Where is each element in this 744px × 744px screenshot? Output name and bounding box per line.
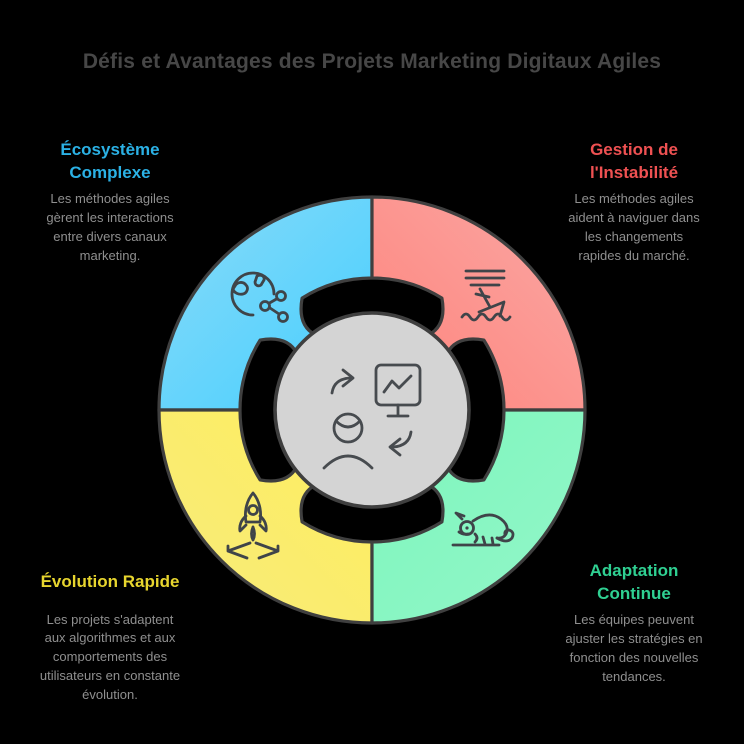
segment-text-ecosystem: Écosystème Complexe Les méthodes agiles … [14, 139, 206, 266]
segment-heading: Écosystème Complexe [60, 140, 160, 182]
user-icon [322, 412, 374, 470]
segment-description: Les méthodes agiles aident à naviguer da… [568, 191, 700, 263]
segment-text-instability: Gestion de l'Instabilité Les méthodes ag… [538, 139, 730, 266]
rocket-launch-icon [226, 491, 280, 560]
page-title: Défis et Avantages des Projets Marketing… [82, 50, 662, 73]
segment-description: Les projets s'adaptent aux algorithmes e… [39, 611, 181, 702]
globe-network-icon [230, 271, 289, 323]
monitor-chart-icon [374, 363, 422, 418]
segment-text-adaptation: Adaptation Continue Les équipes peuvent … [538, 560, 730, 687]
segment-description: Les méthodes agiles gèrent les interacti… [46, 191, 174, 263]
chameleon-icon [451, 511, 515, 547]
ring-segment-evolution [157, 408, 374, 625]
segment-heading: Adaptation Continue [589, 561, 679, 603]
cycle-arrows-icon [330, 368, 413, 457]
sinking-ship-icon [460, 269, 512, 322]
segment-heading: Gestion de l'Instabilité [589, 140, 679, 182]
ring-segment-instability [370, 195, 587, 412]
segment-text-evolution: Évolution Rapide Les projets s'adaptent … [14, 571, 206, 705]
segment-description: Les équipes peuvent ajuster les stratégi… [565, 612, 703, 684]
center-hub [273, 311, 471, 509]
segment-heading: Évolution Rapide [40, 572, 180, 591]
